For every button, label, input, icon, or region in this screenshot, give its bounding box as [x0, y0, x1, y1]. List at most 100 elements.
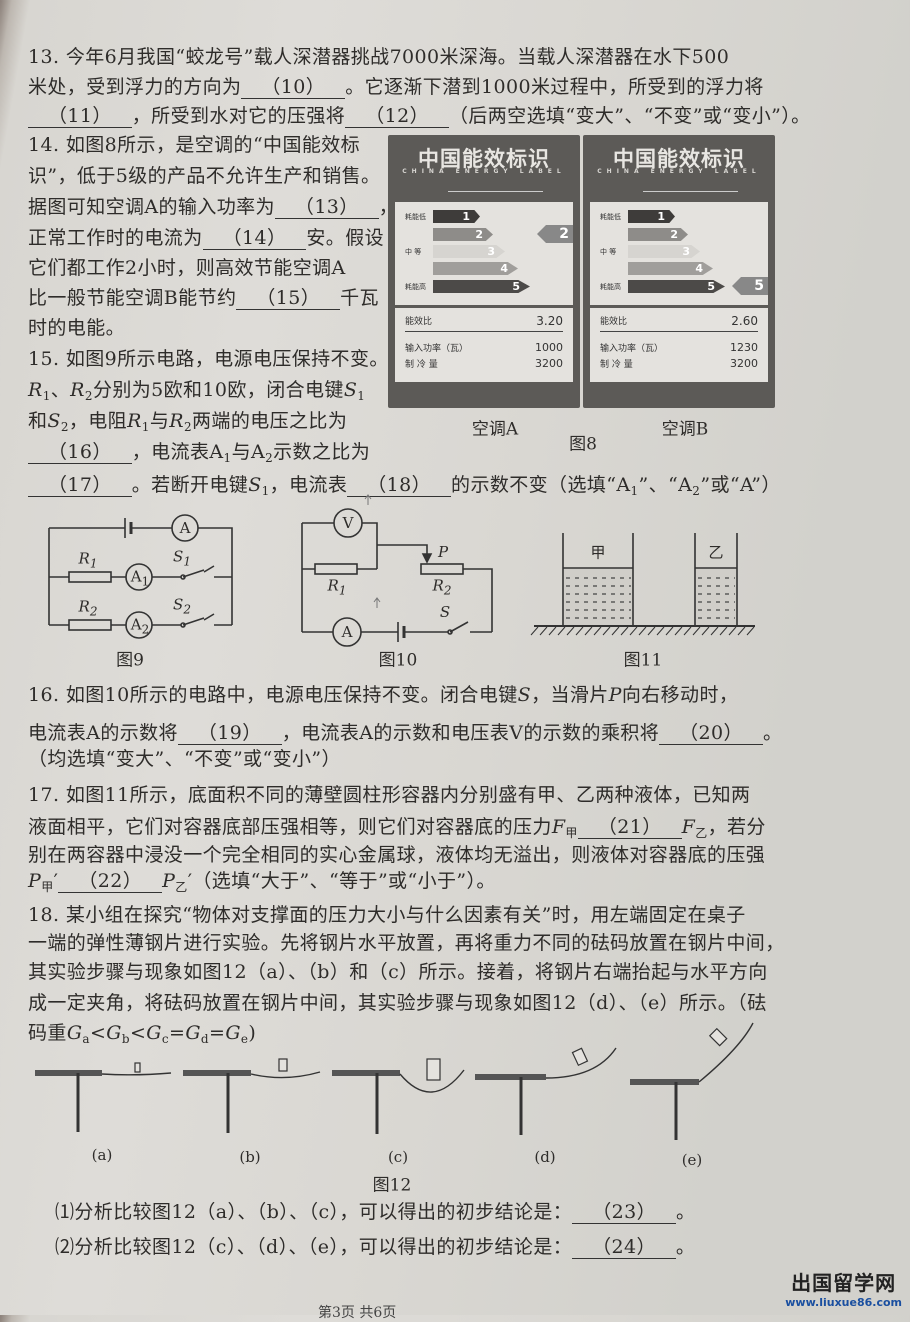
text-segment: G: [106, 1022, 122, 1044]
text-segment: 2: [265, 451, 274, 465]
ground-hatch: [683, 626, 692, 636]
text-segment: 2: [692, 484, 701, 498]
cooling-label: 制 冷 量: [600, 360, 633, 370]
answer-blank[interactable]: （11）: [28, 105, 132, 128]
power-value: 1000: [535, 341, 563, 354]
text-segment: a: [82, 1032, 90, 1046]
text-segment: e: [240, 1032, 249, 1046]
grade-bar: 5: [628, 280, 725, 293]
text-segment: S: [343, 379, 358, 401]
text-segment: ，电阻: [68, 410, 128, 432]
text-segment: 识”，低于5级的产品不允许生产和销售。: [28, 165, 381, 187]
table-top: [475, 1074, 546, 1080]
text-line: ⑵分析比较图12（c）、（d）、（e），可以得出的初步结论是：（24）。: [55, 1235, 695, 1259]
weight-block: [708, 1027, 728, 1047]
figure-9-caption: 图9: [116, 650, 144, 671]
text-segment: 。若断开电键: [131, 474, 249, 496]
answer-blank[interactable]: （14）: [202, 227, 307, 250]
text-segment: 2: [60, 420, 69, 434]
text-line: 13. 今年6月我国“蛟龙号”载人深潜器挑战7000米深海。当载人深潜器在水下5…: [28, 45, 729, 69]
jia-label: 甲: [590, 543, 606, 562]
ground-hatch: [728, 626, 737, 636]
answer-blank[interactable]: （21）: [577, 816, 682, 839]
answer-blank[interactable]: （16）: [28, 441, 132, 464]
ground-hatch: [656, 626, 665, 636]
figure-12-caption: 图12: [372, 1175, 412, 1196]
text-line: 比一般节能空调B能节约（15）千瓦: [28, 286, 379, 310]
text-line: 时的电能。: [28, 316, 125, 340]
text-line: 14. 如图8所示，是空调的“中国能效标: [28, 133, 360, 157]
ammeter-label: A: [341, 623, 353, 641]
answer-blank[interactable]: （12）: [345, 105, 449, 128]
p-label: P: [437, 543, 449, 561]
text-line: 正常工作时的电流为（14）安。假设: [28, 226, 384, 250]
r1-label: R1: [78, 549, 98, 571]
eer-value: 3.20: [536, 314, 563, 328]
text-segment: ′: [53, 870, 59, 892]
text-segment: 乙: [695, 826, 708, 840]
text-segment: 其实验步骤与现象如图12（a）、（b）和（c）所示。接着，将钢片右端抬起与水平方…: [28, 961, 768, 983]
ground-hatch: [737, 626, 746, 636]
answer-blank[interactable]: （18）: [347, 474, 452, 497]
text-line: P甲′（22）P乙′（选填“大于”、“等于”或“小于”）。: [28, 869, 496, 899]
rating-indicator: 2: [537, 225, 573, 243]
label-subtitle: CHINA ENERGY LABEL: [402, 168, 566, 175]
answer-blank[interactable]: （24）: [572, 1236, 676, 1259]
ground-hatch: [530, 626, 539, 636]
text-segment: 1: [357, 389, 366, 403]
ground-hatch: [611, 626, 620, 636]
steel-sheet: [101, 1072, 172, 1076]
grade-bar: 2: [628, 228, 688, 241]
answer-blank[interactable]: （20）: [659, 722, 763, 745]
setup-e: [630, 1022, 754, 1140]
figure-10-caption: 图10: [378, 650, 418, 671]
weight-block: [571, 1047, 589, 1067]
table-top: [332, 1070, 400, 1076]
table-top: [183, 1070, 251, 1076]
text-segment: G: [185, 1022, 201, 1044]
weight-block: [426, 1058, 441, 1081]
answer-blank[interactable]: （17）: [28, 474, 132, 497]
slider-arrow-icon: [421, 553, 433, 564]
text-segment: b: [121, 1032, 130, 1046]
eer-label: 能效比: [600, 317, 628, 327]
text-segment: 比一般节能空调B能节约: [28, 287, 237, 309]
label-title: 中国能效标识: [418, 147, 550, 171]
grade-high-label: 耗能高: [405, 283, 426, 291]
resistor-r1: [314, 563, 358, 575]
text-segment: ，所受到水对它的压强将: [131, 105, 346, 127]
r1-label: R1: [327, 576, 347, 598]
grade-bar: 3: [433, 245, 505, 258]
text-segment: 与: [149, 410, 170, 432]
grade-mid-label: 中 等: [600, 248, 617, 256]
text-segment: =: [168, 1022, 186, 1044]
answer-blank[interactable]: （10）: [241, 76, 346, 99]
ground-hatch: [548, 626, 557, 636]
answer-blank[interactable]: （19）: [177, 722, 282, 745]
answer-blank[interactable]: （22）: [58, 870, 163, 893]
ammeter-a1-icon: [125, 563, 153, 591]
answer-blank[interactable]: （23）: [572, 1201, 676, 1224]
figure-9-circuit: [48, 514, 233, 639]
setup-d: [475, 1047, 617, 1135]
text-segment: G: [66, 1022, 83, 1044]
text-segment: 1: [261, 484, 270, 498]
grade-bar: 3: [628, 245, 700, 258]
setup-b: [183, 1058, 321, 1133]
answer-blank[interactable]: （13）: [274, 196, 379, 219]
grade-low-label: 耗能低: [600, 213, 621, 221]
ground-hatch: [746, 626, 755, 636]
ground-hatch: [620, 626, 629, 636]
grade-bar: 2: [433, 228, 493, 241]
figure-12-steel-plates: [35, 1022, 754, 1140]
answer-blank[interactable]: （15）: [236, 287, 341, 310]
grade-mid-label: 中 等: [405, 248, 422, 256]
r2-label: R2: [78, 597, 98, 619]
text-segment: ⑵分析比较图12（c）、（d）、（e），可以得出的初步结论是：: [55, 1236, 573, 1258]
ground-hatch: [593, 626, 602, 636]
text-segment: 示数之比为: [273, 441, 371, 463]
part-d-label: (d): [534, 1148, 556, 1166]
